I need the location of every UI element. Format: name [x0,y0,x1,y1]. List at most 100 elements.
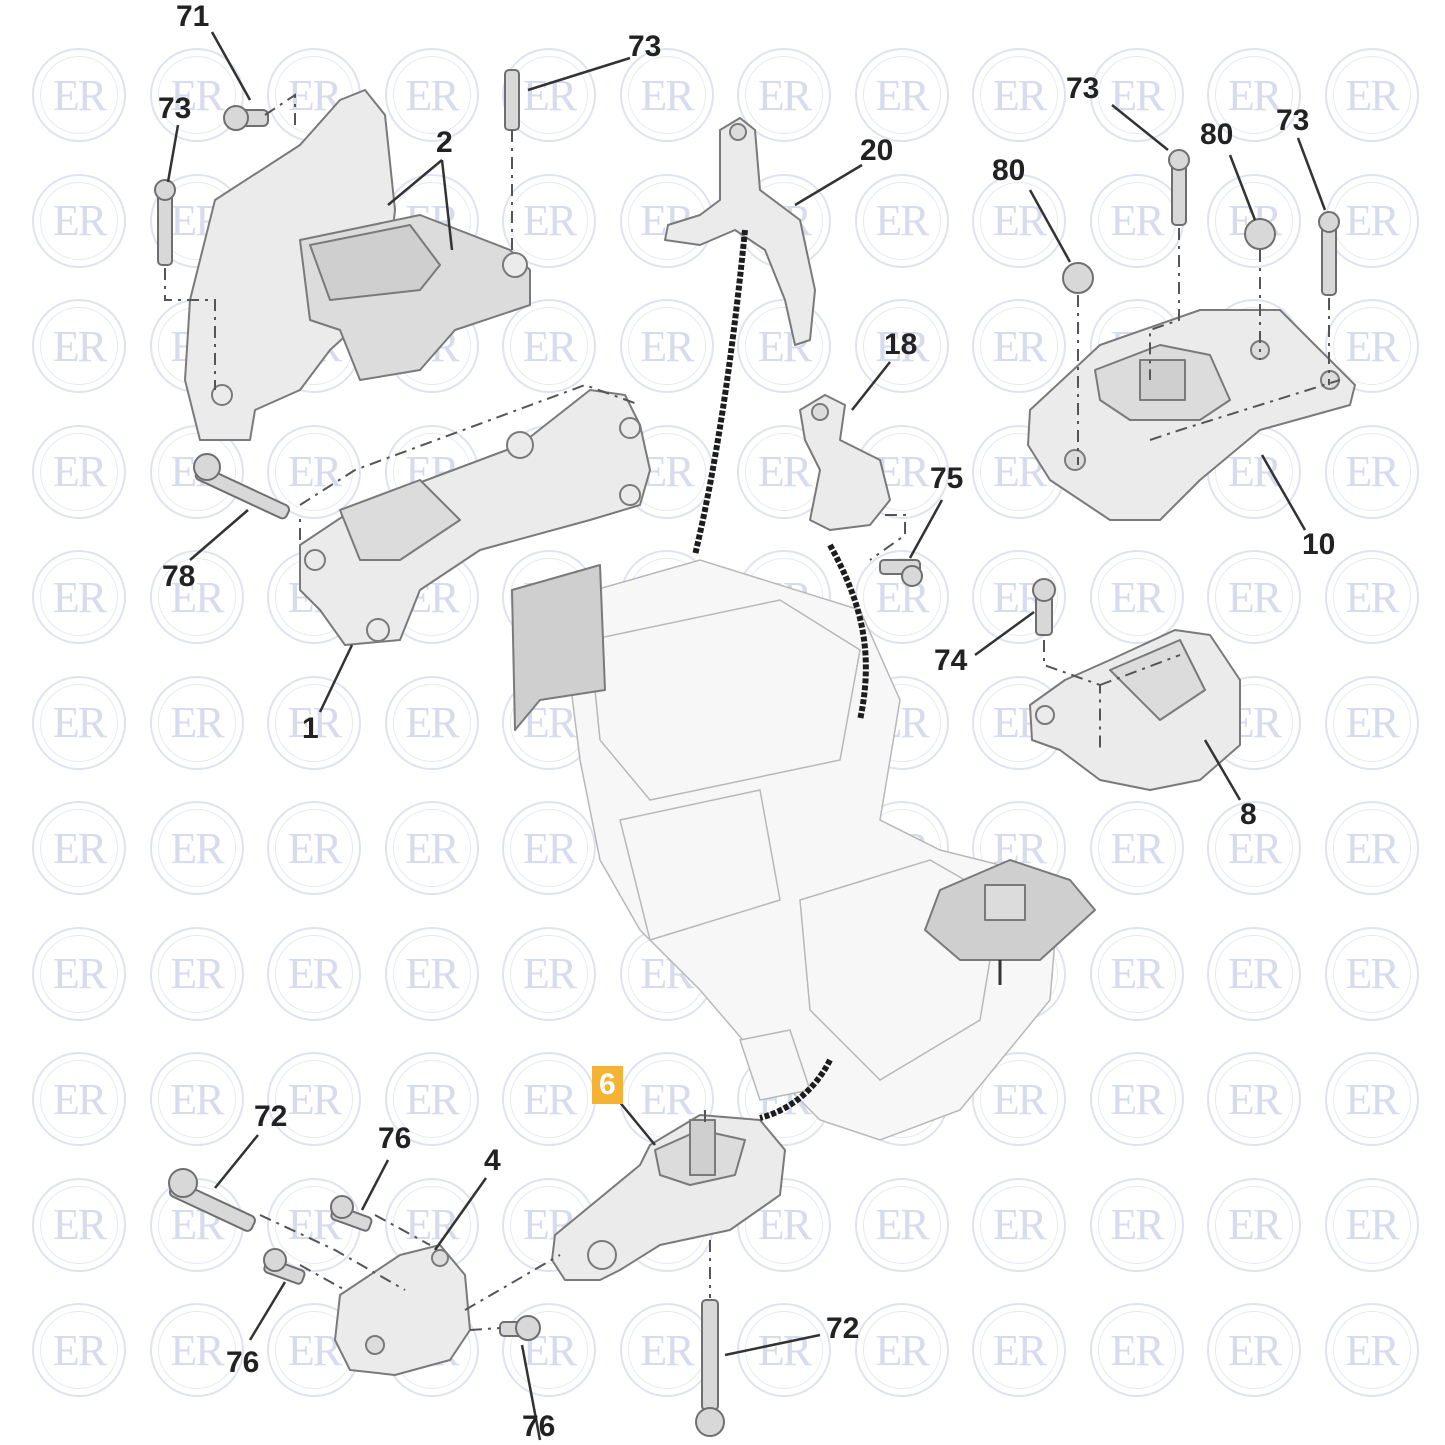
watermark-seal: ER [1089,926,1184,1021]
watermark-seal: ER [1207,1052,1301,1146]
cables [692,229,869,1121]
watermark-seal: ER [854,299,949,393]
watermark-seal: ER [854,173,949,268]
watermark-seal: ER [1324,299,1419,393]
part-8-engine-mount [1029,629,1241,791]
part-10-engine-mount [1027,309,1356,521]
watermark-seal: ER [1324,1177,1419,1272]
part-6-torque-rod [551,1114,786,1281]
callout-73: 73 [158,92,192,125]
callout-78: 78 [162,560,196,593]
watermark-seal: ER [32,48,126,142]
watermark-seal: ER [972,48,1066,142]
watermark-seal: ER [1089,1052,1184,1146]
leader-lines [166,31,1327,1441]
watermark-seal: ER [737,48,831,142]
watermark-seal: ER [267,1303,361,1397]
callout-1: 1 [302,712,319,745]
watermark-seal: ER [972,1303,1066,1397]
watermark-seal: ER [1324,550,1419,644]
watermark-seal: ER [1207,1177,1301,1272]
callout-73: 73 [628,30,662,63]
watermark-seal: ER [32,1052,126,1146]
callout-76: 76 [378,1122,412,1155]
watermark-seal: ER [854,1303,949,1397]
watermark-seal: ER [149,675,244,770]
callout-20: 20 [860,134,894,167]
watermark-seal: ER [619,48,714,142]
watermark-seal: ER [149,801,244,895]
watermark-seal: ER [149,1052,244,1146]
callout-8: 8 [1240,798,1257,831]
watermark-seal: ER [267,801,361,895]
watermark-seal: ER [502,801,596,895]
watermark-seal: ER [972,1052,1066,1146]
watermark-seal: ER [384,926,479,1021]
part-20-bracket [664,117,816,346]
callout-72: 72 [826,1312,860,1345]
callout-73: 73 [1066,72,1100,105]
callout-72: 72 [254,1100,288,1133]
callout-80: 80 [1200,118,1234,151]
watermark-seal: ER [267,424,361,519]
watermark-seal: ER [972,299,1066,393]
watermark-seal: ER [1324,675,1419,770]
watermark-seal: ER [149,550,244,644]
engine-assembly [511,559,1096,1141]
callout-2: 2 [436,126,453,159]
callout-6-highlighted: 6 [592,1066,623,1104]
watermark-seal: ER [1324,48,1419,142]
watermark-seal: ER [149,1303,244,1397]
watermark-seal: ER [32,173,126,268]
watermark-seal: ER [32,424,126,519]
watermark-seal: ER [149,48,244,142]
watermark-seal: ER [737,1303,831,1397]
watermark-seal: ER [32,1303,126,1397]
callout-76: 76 [522,1410,556,1443]
callout-4: 4 [484,1144,501,1177]
watermark-seal: ER [502,173,596,268]
watermark-seal: ER [384,675,479,770]
fasteners [154,69,1340,1437]
watermark-seal: ER [1324,926,1419,1021]
watermark-seal: ER [1324,1303,1419,1397]
watermark-seal: ER [1207,926,1301,1021]
watermark-seal: ER [1089,801,1184,895]
watermark-seal: ER [32,299,126,393]
assembly-lines [164,93,1341,1331]
callout-73: 73 [1276,104,1310,137]
watermark-seal: ER [502,299,596,393]
watermark-seal: ER [619,299,714,393]
watermark-seal: ER [267,675,361,770]
watermark-seal: ER [972,1177,1066,1272]
callout-10: 10 [1302,528,1336,561]
watermark-seal: ER [1089,550,1184,644]
part-4-bracket [334,1244,471,1376]
watermark-seal: ER [1324,1052,1419,1146]
watermark-seal: ER [149,926,244,1021]
callout-75: 75 [930,462,964,495]
callout-74: 74 [934,644,968,677]
watermark-seal: ER [502,926,596,1021]
watermark-seal: ER [1089,1303,1184,1397]
watermark-seal: ER [267,1052,361,1146]
part-18-bracket [799,394,891,531]
watermark-seal: ER [267,926,361,1021]
watermark-seal: ER [1207,1303,1301,1397]
watermark-seal: ER [1324,424,1419,519]
watermark-seal: ER [384,48,479,142]
watermark-seal: ER [32,801,126,895]
watermark-seal: ER [32,675,126,770]
watermark-seal: ER [1207,550,1301,644]
callout-71: 71 [176,0,210,33]
watermark-seal: ER [1324,801,1419,895]
part-2-engine-mount [184,89,531,441]
watermark-seal: ER [384,801,479,895]
callout-76: 76 [226,1346,260,1379]
watermark-seal: ER [32,1177,126,1272]
callout-80: 80 [992,154,1026,187]
watermark-seal: ER [737,424,831,519]
callout-18: 18 [884,328,918,361]
